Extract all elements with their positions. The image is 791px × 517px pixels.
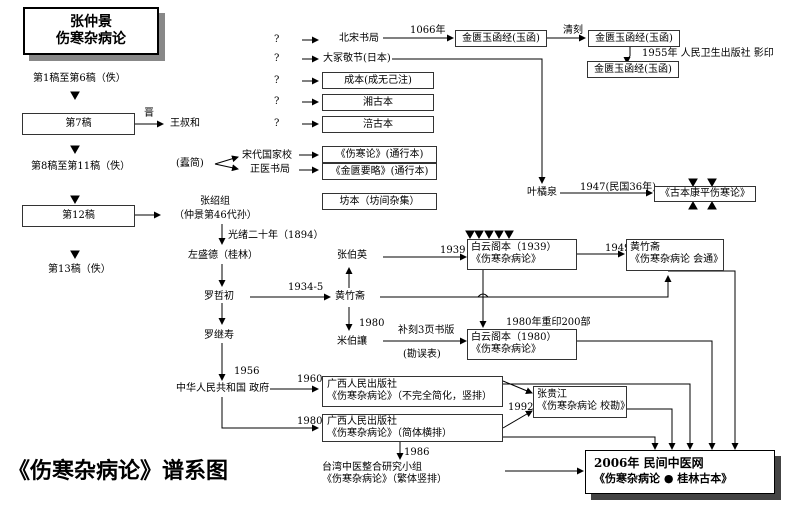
box-zhang-guiyi: 张贵江 《伤寒杂病论 校勘》 (533, 386, 630, 418)
box-taiwan: 台湾中医整合研究小组 《伤寒杂病论》（繁体竖排） (322, 460, 505, 490)
arrow-gx2-zhang (502, 410, 533, 429)
label-1956: 1956 (234, 366, 260, 377)
label-1939: 1939 (440, 245, 466, 256)
box-final: 2006年 民间中医网 《伤寒杂病论 ● 桂林古本》 (585, 450, 775, 494)
label-zhang-shaozu: 张绍组 (200, 196, 230, 207)
box-baiyun-1939: 白云阁本（1939） 《伤寒杂病论》 (467, 239, 577, 270)
label-1980b: 1980 (297, 416, 323, 427)
label-luan-jian: (蠹简) (176, 158, 204, 169)
label-gao-13: 第13稿（佚） (48, 264, 111, 275)
line-baiyun2-final (577, 340, 716, 450)
label-jin: 晋 (144, 108, 154, 119)
kangping-tri-r-bot (707, 200, 717, 210)
label-songdai: 宋代国家校 (242, 150, 292, 161)
label-buke: 补刻3页书版 (398, 325, 455, 336)
down-tri-2 (70, 145, 80, 155)
title-box: 张仲景 伤寒杂病论 (23, 7, 159, 55)
label-1955: 1955年 人民卫生出版社 影印 (642, 48, 774, 59)
arrow-gx1-zhang (502, 380, 533, 394)
down-tri-1 (70, 91, 80, 101)
label-prc: 中华人民共和国 政府 (176, 383, 270, 394)
line-huang-huanghui (380, 275, 672, 298)
label-mi-bolang: 米伯讓 (337, 336, 367, 347)
label-gao-1-6: 第1稿至第6稿（佚） (33, 73, 126, 84)
final-line2: 《伤寒杂病论 ● 桂林古本》 (594, 472, 733, 485)
box-shanghanlun: 《伤寒论》(通行本) (322, 146, 437, 163)
title-box-line2: 伤寒杂病论 (56, 31, 126, 47)
label-luo-jishou: 罗继寿 (204, 330, 234, 341)
kangping-tri-r-top (707, 178, 717, 188)
title-box-line1: 张仲景 (70, 14, 112, 30)
box-kanben: 坊本（坊间杂集） (322, 193, 437, 210)
label-1934: 1934-5 (288, 282, 324, 293)
kangping-tri-l-bot (688, 200, 698, 210)
q-mark-5: ? (274, 118, 280, 129)
label-1066: 1066年 (410, 25, 446, 36)
line-gx1-final-b (503, 383, 694, 450)
baiyun-tri-2 (474, 230, 484, 240)
label-1947: 1947(民国36年) (580, 182, 656, 193)
baiyun-tri-3 (484, 230, 494, 240)
box-kangping: 《古本康平伤寒论》 (654, 186, 756, 202)
label-1992: 1992 (508, 402, 534, 413)
box-gao-7: 第7稿 (22, 113, 135, 135)
q-mark-4: ? (274, 96, 280, 107)
q-mark-1: ? (274, 34, 280, 45)
line-huanghui-final (668, 270, 739, 450)
down-tri-4 (70, 250, 80, 260)
label-1949: 1949 (605, 243, 631, 254)
q-mark-3: ? (274, 75, 280, 86)
baiyun-tri-5 (504, 230, 514, 240)
bracket-zhengyi (214, 163, 239, 172)
baiyun-tri-4 (494, 230, 504, 240)
box-jinkui-1: 金匮玉函经(玉函) (455, 30, 547, 47)
label-zhang-boying: 张伯英 (337, 250, 367, 261)
label-huang-zhuzhai: 黄竹斋 (335, 291, 365, 302)
bracket-songdai (214, 155, 239, 165)
label-ye-juquan: 叶橘泉 (527, 187, 557, 198)
label-qingke: 清刻 (563, 25, 583, 36)
q-mark-2: ? (274, 53, 280, 64)
label-dazhong: 大冢敬节(日本) (323, 53, 391, 64)
box-baiyun-1980: 白云阁本（1980） 《伤寒杂病论》 (467, 329, 577, 360)
label-zhang-sub: （仲景第46代孙） (174, 210, 257, 221)
down-tri-3 (70, 195, 80, 205)
label-guangxu: 光绪二十年（1894） (228, 230, 324, 241)
label-1960: 1960 (297, 374, 323, 385)
box-jinkui-2: 金匮玉函经(玉函) (588, 30, 680, 47)
kangping-tri-l-top (688, 178, 698, 188)
box-chengben: 成本(成无己注) (322, 72, 434, 89)
label-kanwu: (勘误表) (403, 349, 441, 360)
label-1986: 1986 (404, 447, 430, 458)
line-zhang-final (627, 408, 676, 450)
box-jinkui-3: 金匮玉函经(玉函) (587, 61, 679, 78)
label-gao-8-11: 第8稿至第11稿（佚） (31, 161, 131, 172)
diagram-title: 《伤寒杂病论》谱系图 (8, 459, 229, 484)
box-guangxi-1980: 广西人民出版社 《伤寒杂病论》（简体横排） (322, 414, 503, 442)
final-line1: 2006年 民间中医网 (594, 456, 704, 470)
label-wang-shuhe: 王叔和 (170, 118, 200, 129)
line-gx2-final (503, 436, 659, 450)
box-xianggu: 湘古本 (322, 94, 434, 111)
baiyun-tri-1 (465, 230, 475, 240)
box-jinkui-yaolue: 《金匮要略》(通行本) (322, 163, 437, 180)
box-fugu: 涪古本 (322, 116, 434, 133)
box-gao-12: 第12稿 (22, 205, 135, 227)
label-zhengyi: 正医书局 (250, 164, 290, 175)
label-zuo-shengde: 左盛德（桂林） (188, 250, 258, 261)
label-beisong: 北宋书局 (339, 33, 379, 44)
line-dazhong-ye (392, 58, 546, 184)
box-guangxi-1960: 广西人民出版社 《伤寒杂病论》（不完全简化，竖排） (322, 376, 503, 407)
box-huang-huitong: 黄竹斋 《伤寒杂病论 会通》 (626, 239, 724, 271)
arrow-prc-gx2 (221, 397, 319, 432)
label-1980a: 1980 (359, 318, 385, 329)
label-luo-zhechu: 罗哲初 (204, 291, 234, 302)
label-chongyin: 1980年重印200部 (506, 317, 591, 328)
